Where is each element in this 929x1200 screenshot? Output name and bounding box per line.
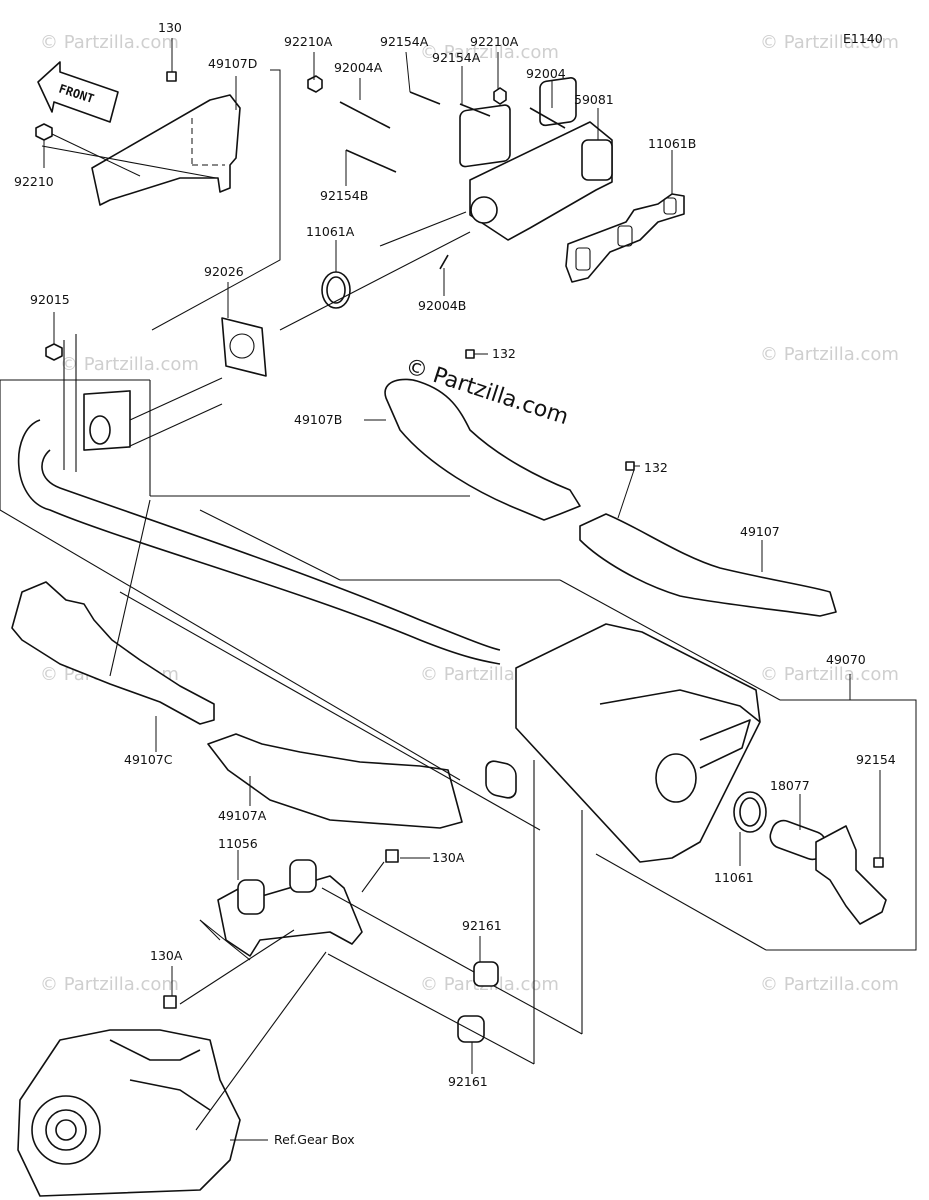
watermark: © Partzilla.com	[60, 354, 199, 375]
callout-92026: 92026	[204, 264, 244, 279]
watermark: © Partzilla.com	[40, 32, 179, 53]
exhaust-pipe	[17, 377, 501, 665]
callout-ref-gear-box: Ref.Gear Box	[274, 1132, 355, 1147]
callout-49107a: 49107A	[218, 808, 267, 823]
nut-92210	[35, 123, 141, 177]
manifold-gasket-11061b	[565, 193, 685, 283]
callout-11061b: 11061B	[648, 136, 696, 151]
callout-130a: 130A	[150, 948, 183, 963]
heat-shield-49107a	[207, 733, 463, 829]
callout-92154b: 92154B	[320, 188, 368, 203]
front-arrow: FRONT	[37, 61, 119, 123]
watermark: © Partzilla.com	[760, 664, 899, 685]
callout-130: 130	[158, 20, 182, 35]
bolt-92154a	[409, 91, 491, 117]
gasket-11061a	[321, 271, 351, 309]
callout-132: 132	[492, 346, 516, 361]
gear-box-reference	[17, 1029, 241, 1197]
callout-92154a: 92154A	[432, 50, 481, 65]
callout-labels: 130 49107D 92210 92210A 92004A 92154A 92…	[14, 20, 896, 1147]
heat-shield-49107d	[91, 94, 241, 206]
gasket-92026	[221, 317, 267, 377]
watermark: © Partzilla.com	[760, 974, 899, 995]
callout-11061a: 11061A	[306, 224, 355, 239]
callout-59081: 59081	[574, 92, 614, 107]
callout-92004: 92004	[526, 66, 566, 81]
watermark: © Partzilla.com	[760, 344, 899, 365]
watermark: © Partzilla.com	[420, 42, 559, 63]
watermarks: © Partzilla.com © Partzilla.com © Partzi…	[40, 32, 899, 995]
callout-92210: 92210	[14, 174, 54, 189]
muffler-49070	[485, 623, 761, 863]
leader-lines	[0, 51, 917, 1141]
nut-92015	[45, 312, 63, 361]
callout-92004b: 92004B	[418, 298, 466, 313]
callout-132: 132	[644, 460, 668, 475]
heat-shield-49107b	[384, 378, 581, 521]
callout-92015: 92015	[30, 292, 70, 307]
bolt-130	[166, 38, 177, 82]
callout-92004a: 92004A	[334, 60, 383, 75]
callout-92210a: 92210A	[470, 34, 519, 49]
stud-92004b	[439, 254, 449, 270]
exhaust-manifold-59081	[459, 77, 613, 241]
stud-92004	[529, 107, 566, 129]
callout-11056: 11056	[218, 836, 258, 851]
stud-92004a	[339, 101, 391, 129]
callout-49107: 49107	[740, 524, 780, 539]
bolt-130a	[163, 849, 399, 1009]
watermark: © Partzilla.com	[40, 974, 179, 995]
heat-shield-49107	[579, 513, 837, 617]
callout-11061: 11061	[714, 870, 754, 885]
nut-92210a	[307, 75, 507, 105]
diagram-code: E1140	[843, 31, 883, 46]
spark-arrester-18077	[769, 819, 887, 925]
callout-49107c: 49107C	[124, 752, 173, 767]
bushing-92161	[457, 961, 499, 1043]
bolt-92154	[873, 857, 884, 868]
callout-49107b: 49107B	[294, 412, 342, 427]
callout-130a: 130A	[432, 850, 465, 865]
callout-92210a: 92210A	[284, 34, 333, 49]
watermark: © Partzilla.com	[760, 32, 899, 53]
heat-shield-49107c	[11, 581, 215, 725]
gasket-11061	[733, 791, 767, 833]
callout-18077: 18077	[770, 778, 810, 793]
callout-49107d: 49107D	[208, 56, 257, 71]
callout-92154a: 92154A	[380, 34, 429, 49]
callout-92161: 92161	[448, 1074, 488, 1089]
callout-49070: 49070	[826, 652, 866, 667]
callout-92154: 92154	[856, 752, 896, 767]
bolt-92154b	[345, 149, 397, 173]
callout-92161: 92161	[462, 918, 502, 933]
bracket-11056	[217, 859, 363, 957]
